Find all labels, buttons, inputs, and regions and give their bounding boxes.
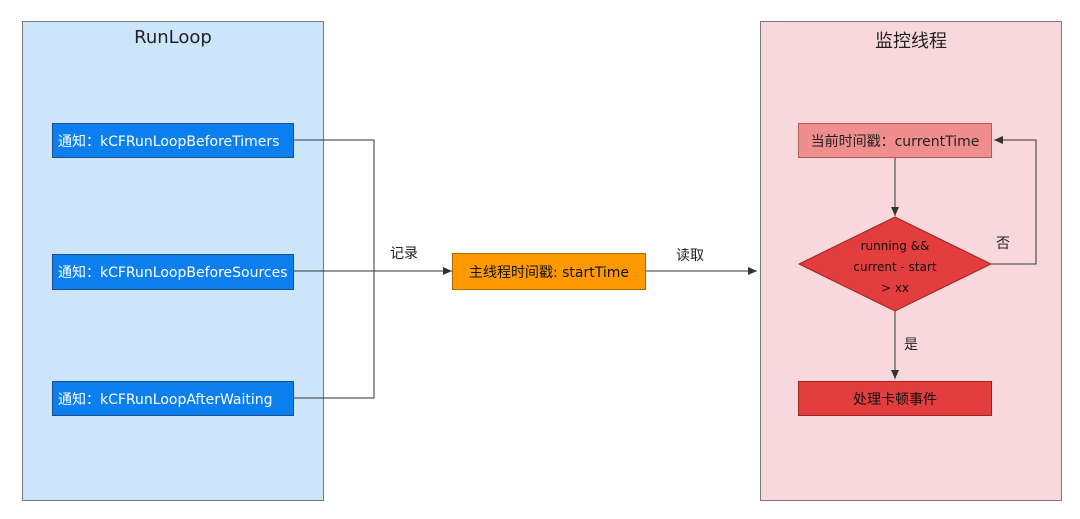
connector-no — [991, 136, 1037, 265]
monitor-thread-panel-title: 监控线程 — [875, 31, 947, 52]
read-label: 读取 — [676, 248, 704, 264]
connector-after-waiting — [294, 271, 375, 399]
condition-line-2: current - start — [853, 260, 937, 274]
yes-label: 是 — [904, 337, 918, 353]
handle-jank-box: 处理卡顿事件 — [798, 381, 992, 416]
current-time-box: 当前时间戳：currentTime — [798, 123, 992, 158]
record-label: 记录 — [390, 246, 418, 262]
runloop-panel-title: RunLoop — [134, 27, 212, 48]
condition-line-1: running && — [860, 239, 930, 253]
start-time-box: 主线程时间戳: startTime — [452, 253, 646, 290]
decision-condition: running && current - start > xx — [822, 236, 968, 299]
condition-line-3: > xx — [880, 281, 910, 295]
notify-before-sources-box: 通知：kCFRunLoopBeforeSources — [52, 254, 294, 290]
notify-after-waiting-box: 通知：kCFRunLoopAfterWaiting — [52, 381, 294, 416]
no-label: 否 — [996, 236, 1010, 252]
connector-before-timers — [294, 139, 375, 271]
notify-before-timers-box: 通知：kCFRunLoopBeforeTimers — [52, 123, 294, 158]
